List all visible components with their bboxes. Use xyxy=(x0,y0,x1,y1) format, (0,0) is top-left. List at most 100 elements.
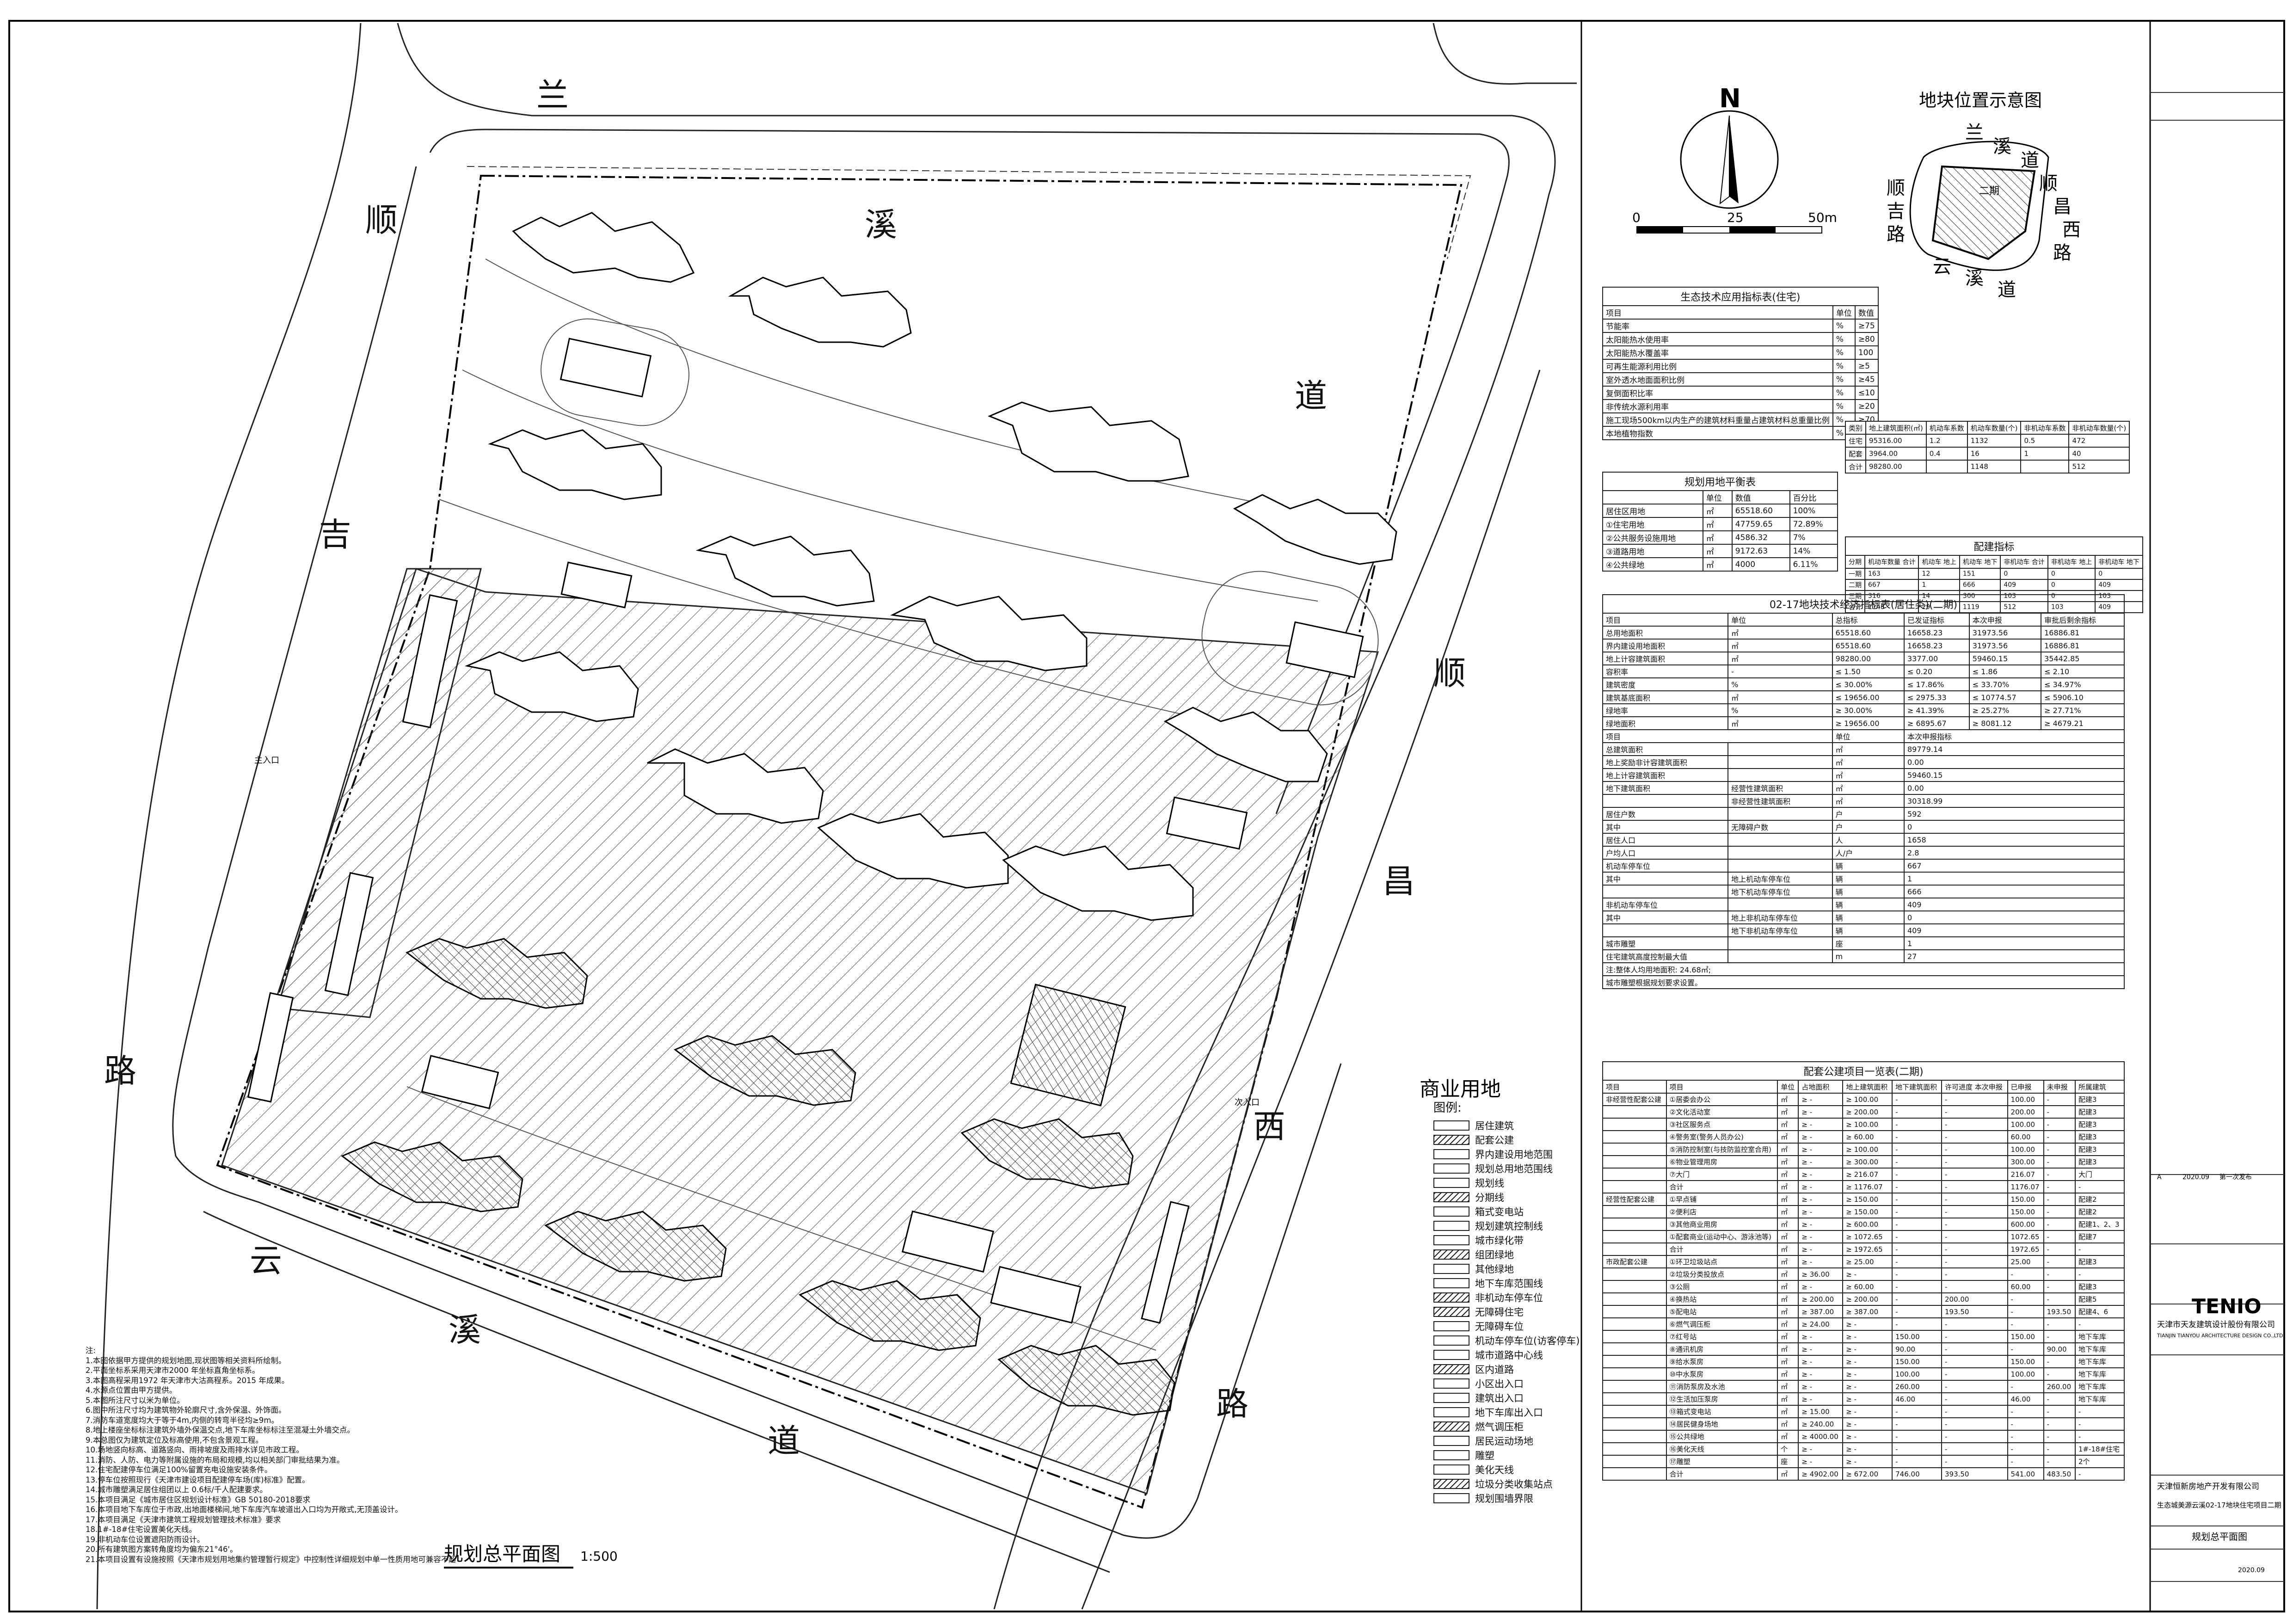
table-cell: 非经营性建筑面积 xyxy=(1727,794,1833,808)
table-cell: 配建2 xyxy=(2074,1193,2125,1206)
table-cell xyxy=(1727,768,1833,782)
table-row: 节能率%≥75 xyxy=(1602,319,1879,333)
table-cell: ≥45 xyxy=(1854,372,1879,387)
table-cell: - xyxy=(2007,1342,2044,1356)
legend-item-label: 规划总用地范围线 xyxy=(1475,1163,1553,1175)
table-cell: ㎡ xyxy=(1777,1355,1799,1368)
svg-text:兰: 兰 xyxy=(1965,122,1984,143)
table-cell: - xyxy=(2074,1243,2125,1256)
legend-swatch xyxy=(1433,1192,1469,1202)
drawing-name: 规划总平面图 xyxy=(2192,1531,2247,1542)
table-cell: 地下车库 xyxy=(2074,1330,2125,1343)
table-cell: 绿地率 xyxy=(1602,703,1729,717)
table-cell: 150.00 xyxy=(2007,1330,2044,1343)
legend-swatch xyxy=(1433,1335,1469,1346)
table-cell xyxy=(1602,1130,1667,1144)
table-cell: 户 xyxy=(1832,807,1905,821)
table-cell: 667 xyxy=(1904,859,2125,873)
legend-swatch xyxy=(1433,1206,1469,1217)
table-cell: 户 xyxy=(1832,820,1905,834)
table-cell xyxy=(1602,1355,1667,1368)
legend-swatch xyxy=(1433,1263,1469,1274)
table-cell: 1072.65 xyxy=(2007,1230,2044,1243)
table-header-cell: 审批后剩余指标 xyxy=(2041,613,2125,627)
legend-item-label: 燃气调压柜 xyxy=(1475,1421,1524,1433)
table-header-cell: 已申报 xyxy=(2007,1080,2044,1094)
parking-table: 类别地上建筑面积(㎡)机动车系数机动车数量(个)非机动车系数非机动车数量(个)住… xyxy=(1844,421,2130,474)
table-cell: ㎡ xyxy=(1777,1105,1799,1119)
svg-text:昌: 昌 xyxy=(2053,196,2072,217)
table-cell: 居住户数 xyxy=(1602,807,1729,821)
company-name-en: TIANJIN TIANYOU ARCHITECTURE DESIGN CO.,… xyxy=(2157,1333,2283,1339)
road-east-2: 昌 xyxy=(1383,862,1415,900)
table-cell xyxy=(1727,807,1833,821)
road-east-3: 西 xyxy=(1253,1107,1285,1145)
table-cell: ⑦红号站 xyxy=(1666,1330,1778,1343)
table-cell: ㎡ xyxy=(1777,1367,1799,1381)
table-cell: 1148 xyxy=(1967,460,2022,474)
table-cell: 辆 xyxy=(1832,910,1905,924)
legend-item-label: 组团绿地 xyxy=(1475,1249,1514,1261)
legend-item: 箱式变电站 xyxy=(1433,1204,1595,1218)
table-cell: 0 xyxy=(2095,568,2143,580)
legend-swatch xyxy=(1433,1292,1469,1303)
table-cell: 16886.81 xyxy=(2041,626,2125,640)
table-cell: 200.00 xyxy=(1941,1292,2008,1306)
legend-item: 界内建设用地范围 xyxy=(1433,1147,1595,1161)
note-line: 5.本图所注尺寸以米为单位。 xyxy=(86,1396,184,1405)
table-cell: - xyxy=(1892,1118,1942,1131)
table-cell: ㎡ xyxy=(1832,781,1905,795)
table-cell: ≥80 xyxy=(1854,332,1879,346)
land-table-title: 规划用地平衡表 xyxy=(1602,472,1838,490)
table-cell: - xyxy=(1892,1105,1942,1119)
table-cell: ⑭居民健身场地 xyxy=(1666,1417,1778,1431)
table-cell: 31973.56 xyxy=(1968,626,2042,640)
table-cell: 配建3 xyxy=(2074,1093,2125,1106)
table-cell: 16886.81 xyxy=(2041,639,2125,652)
table-cell: 一期 xyxy=(1845,568,1865,580)
table-cell xyxy=(1602,1218,1667,1231)
table-cell: ㎡ xyxy=(1777,1193,1799,1206)
legend-item-label: 地下车库范围线 xyxy=(1475,1278,1543,1289)
table-cell: ≥ - xyxy=(1798,1367,1844,1381)
table-cell: 居住人口 xyxy=(1602,833,1729,847)
table-cell: ≤ 33.70% xyxy=(1968,677,2042,691)
table-cell: ㎡ xyxy=(1727,716,1833,730)
table-cell: ≥ - xyxy=(1798,1180,1844,1193)
table-cell: - xyxy=(2074,1417,2125,1431)
table-cell: 2.8 xyxy=(1904,846,2125,860)
revision-desc: 第一次发布 xyxy=(2219,1173,2252,1181)
table-cell: - xyxy=(1941,1205,2008,1218)
legend-item: 城市绿化带 xyxy=(1433,1233,1595,1247)
table-cell: % xyxy=(1832,386,1856,400)
table-cell: ㎡ xyxy=(1777,1405,1799,1418)
table-cell: 绿地面积 xyxy=(1602,716,1729,730)
table-cell: - xyxy=(2007,1417,2044,1431)
legend-swatch xyxy=(1433,1392,1469,1403)
table-cell: 人/户 xyxy=(1832,846,1905,860)
table-cell: 1 xyxy=(1904,872,2125,886)
table-cell: ①居委会办公 xyxy=(1666,1093,1778,1106)
table-cell xyxy=(1602,1392,1667,1406)
table-cell: ≥ 8081.12 xyxy=(1968,716,2042,730)
table-cell: 100.00 xyxy=(1892,1367,1942,1381)
table-cell: 经营性建筑面积 xyxy=(1727,781,1833,795)
table-cell: 409 xyxy=(1904,898,2125,911)
table-cell: 6.11% xyxy=(1789,557,1838,572)
svg-text:0: 0 xyxy=(1632,210,1641,225)
table-cell: ㎡ xyxy=(1832,768,1905,782)
table-cell: ㎡ xyxy=(1777,1317,1799,1331)
table-cell: 409 xyxy=(2000,579,2048,591)
table-cell: - xyxy=(1941,1193,2008,1206)
table-row: 室外透水地面面积比例%≥45 xyxy=(1602,372,1879,387)
table-cell: ≥ 60.00 xyxy=(1842,1280,1893,1293)
table-cell: - xyxy=(2007,1317,2044,1331)
table-header-cell: 已发证指标 xyxy=(1904,613,1970,627)
company-name: 天津市天友建筑设计股份有限公司 xyxy=(2157,1320,2275,1329)
